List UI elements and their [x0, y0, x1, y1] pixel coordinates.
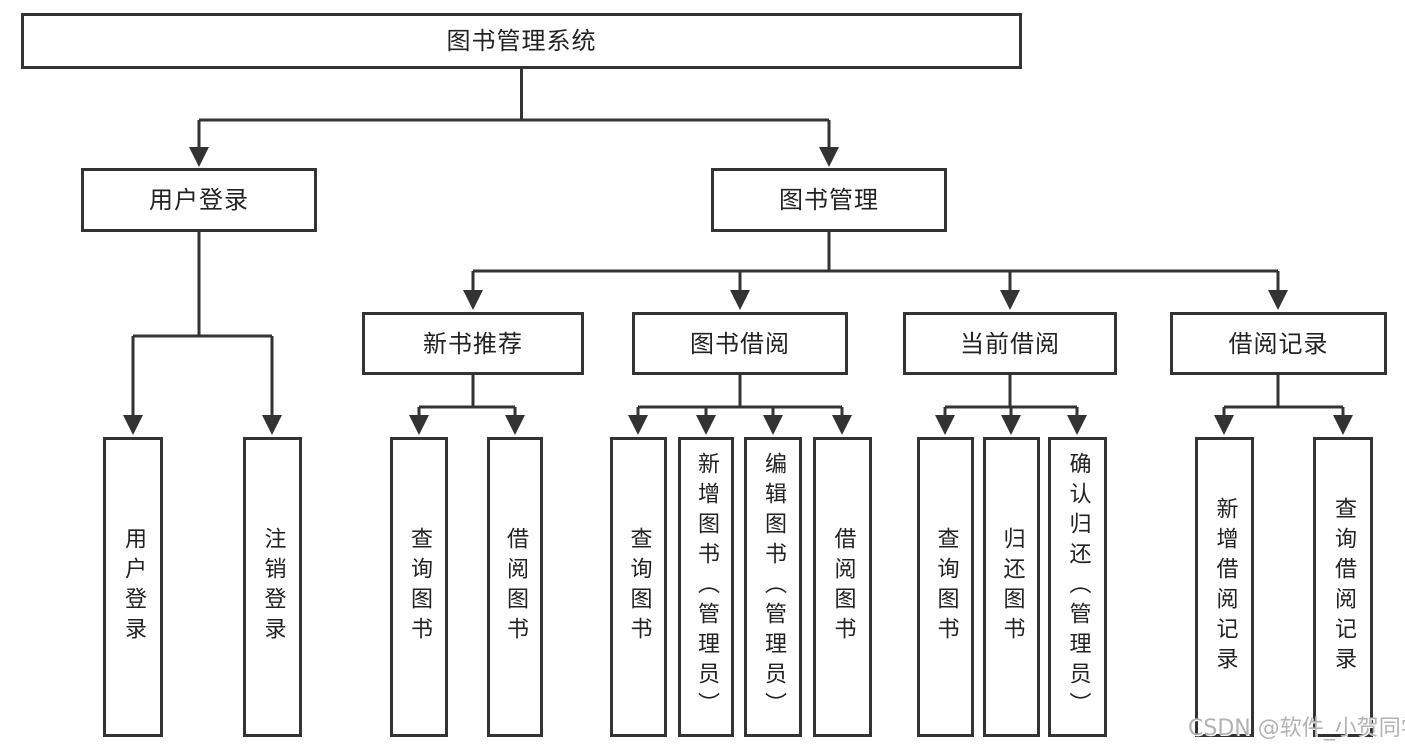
node-new-book-recommend: 新书推荐 — [362, 312, 584, 375]
leaf-confirm-return-admin: 确认归还（管理员） — [1048, 437, 1107, 737]
leaf-user-login: 用户登录 — [103, 437, 163, 737]
node-root-library-management-system: 图书管理系统 — [21, 13, 1022, 69]
node-current-borrow: 当前借阅 — [903, 312, 1117, 375]
leaf-query-book-3: 查询图书 — [917, 437, 974, 737]
csdn-watermark: CSDN @软件_小贺同学 — [1188, 716, 1405, 741]
leaf-add-book-admin: 新增图书（管理员） — [678, 437, 734, 737]
leaf-query-borrow-record: 查询借阅记录 — [1313, 437, 1373, 737]
node-user-login: 用户登录 — [81, 168, 317, 232]
leaf-edit-book-admin: 编辑图书（管理员） — [744, 437, 802, 737]
leaf-add-borrow-record: 新增借阅记录 — [1195, 437, 1254, 737]
leaf-borrow-book-1: 借阅图书 — [487, 437, 543, 737]
node-book-borrow: 图书借阅 — [632, 312, 848, 375]
leaf-query-book-2: 查询图书 — [610, 437, 667, 737]
node-borrow-records: 借阅记录 — [1170, 312, 1387, 375]
leaf-query-book-1: 查询图书 — [390, 437, 448, 737]
node-book-management: 图书管理 — [711, 168, 947, 232]
leaf-return-book: 归还图书 — [983, 437, 1040, 737]
leaf-borrow-book-2: 借阅图书 — [813, 437, 872, 737]
leaf-logout-login: 注销登录 — [243, 437, 302, 737]
